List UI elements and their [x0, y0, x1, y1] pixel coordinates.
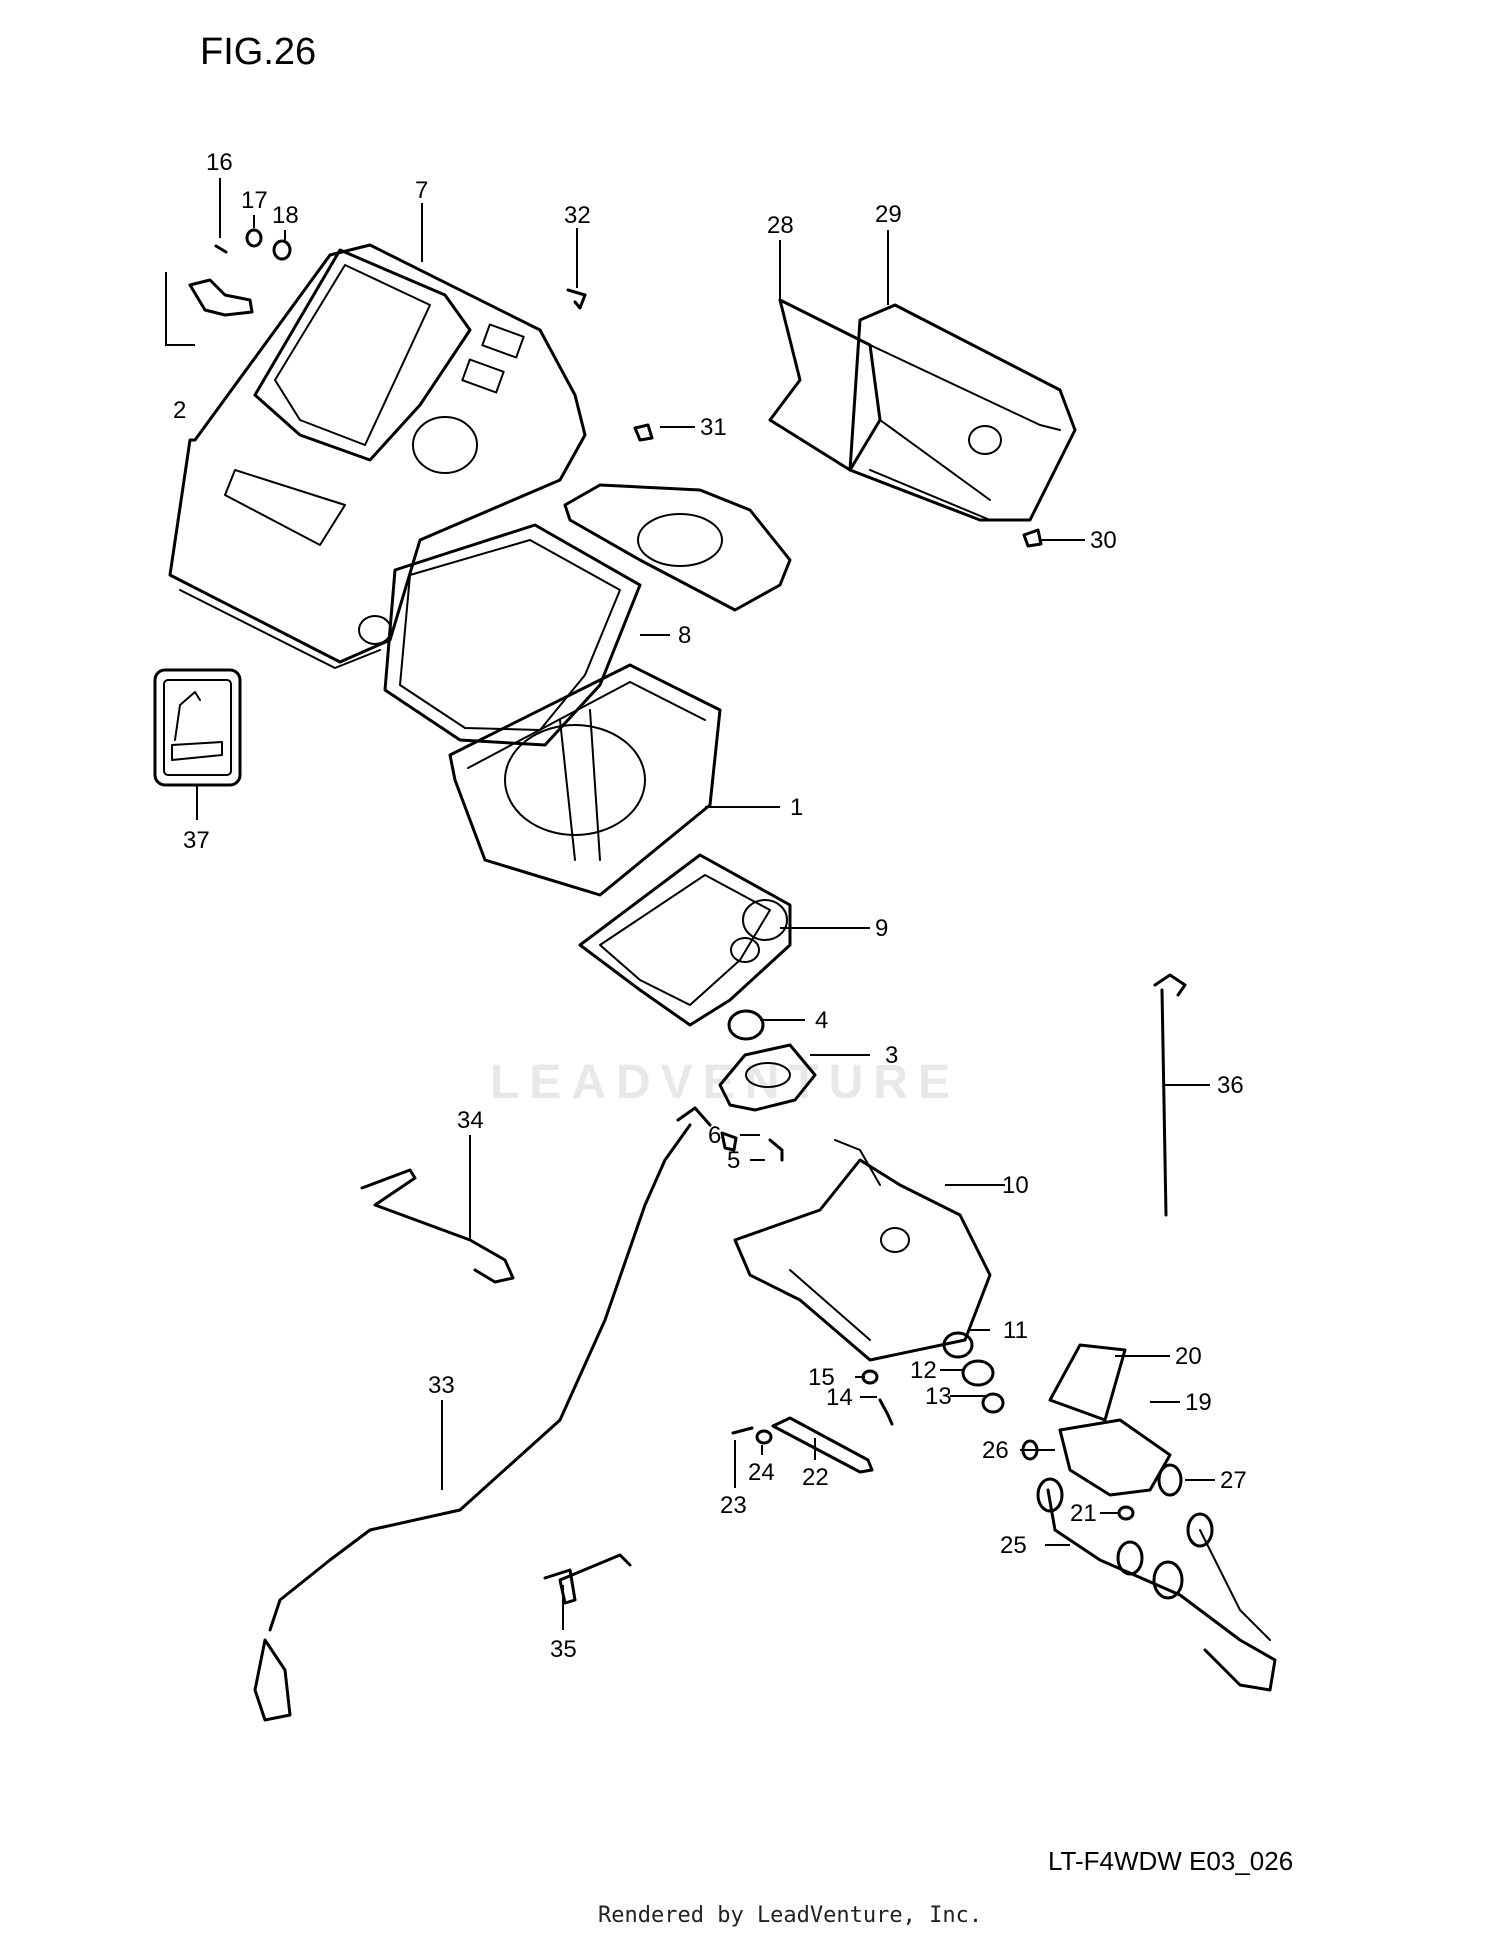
part-15-washer: [861, 1369, 879, 1385]
callout-26: 26: [982, 1437, 1009, 1464]
part-30-screw: [1022, 528, 1043, 548]
part-33-cable: [268, 1123, 692, 1632]
callout-16: 16: [206, 149, 233, 176]
callout-18: 18: [272, 202, 299, 229]
callout-6: 6: [708, 1122, 721, 1149]
part-36-band: [1160, 988, 1168, 1217]
part-33-end: [676, 1106, 712, 1127]
part-5-screw: [768, 1138, 784, 1162]
callouts: 1 2 3 4 5 6 7 8 9 10 11 12 13 14 15 16 1…: [173, 149, 1247, 1663]
callout-23: 23: [720, 1492, 747, 1519]
callout-21: 21: [1070, 1500, 1097, 1527]
callout-3: 3: [885, 1042, 898, 1069]
callout-9: 9: [875, 915, 888, 942]
callout-25: 25: [1000, 1532, 1027, 1559]
callout-27: 27: [1220, 1467, 1247, 1494]
part-18-washer: [272, 239, 292, 261]
part-4-o-ring: [727, 1009, 765, 1041]
part-10-bracket: [733, 1139, 992, 1362]
part-37-label: [153, 668, 242, 787]
callout-30: 30: [1090, 527, 1117, 554]
part-11-grommet: [942, 1331, 974, 1359]
part-27-bulb: [1157, 1463, 1183, 1497]
part-3-sensor: [718, 1043, 817, 1112]
part-7-meter-cover: [168, 243, 587, 669]
callout-22: 22: [802, 1464, 829, 1491]
part-17-washer: [245, 228, 263, 248]
part-22-strip: [771, 1416, 874, 1474]
watermark: LEADVENTURE: [490, 1056, 960, 1109]
part-14-screw: [878, 1398, 894, 1426]
part-13-nut: [981, 1392, 1005, 1414]
callout-20: 20: [1175, 1343, 1202, 1370]
part-35-clip: [543, 1553, 632, 1605]
part-2-knob: [188, 278, 254, 317]
callout-31: 31: [700, 414, 727, 441]
part-9-meter-case: [578, 853, 792, 1027]
callout-36: 36: [1217, 1072, 1244, 1099]
callout-14: 14: [826, 1384, 853, 1411]
part-19-20-socket: [1048, 1343, 1172, 1497]
callout-11: 11: [1003, 1317, 1028, 1344]
callout-29: 29: [875, 201, 902, 228]
part-12-cushion: [961, 1359, 995, 1387]
callout-19: 19: [1185, 1389, 1212, 1416]
part-6-nut: [720, 1131, 738, 1152]
part-bracket-plate: [563, 483, 792, 612]
callout-5: 5: [727, 1147, 740, 1174]
callout-10: 10: [1002, 1172, 1029, 1199]
figure-title: FIG.26: [200, 31, 316, 73]
part-28-29-cover: [768, 298, 1077, 522]
part-21-screw: [1117, 1505, 1135, 1521]
callout-37: 37: [183, 827, 210, 854]
part-8-gasket: [383, 523, 642, 747]
part-33-boot: [253, 1638, 292, 1722]
callout-32: 32: [564, 202, 591, 229]
footer-credit: Rendered by LeadVenture, Inc.: [598, 1903, 982, 1928]
callout-33: 33: [428, 1372, 455, 1399]
callout-35: 35: [550, 1636, 577, 1663]
callout-4: 4: [815, 1007, 828, 1034]
callout-1: 1: [790, 794, 803, 821]
part-32-screw: [566, 288, 587, 310]
part-34-clip: [360, 1168, 515, 1284]
part-25-harness: [1036, 1477, 1277, 1692]
part-1-meter: [448, 663, 722, 897]
part-24-washer: [755, 1429, 773, 1445]
callout-24: 24: [748, 1459, 775, 1486]
figure-code: LT-F4WDW E03_026: [1048, 1846, 1293, 1876]
part-16-screw: [214, 244, 228, 254]
callout-12: 12: [910, 1357, 937, 1384]
leader-lines: [165, 178, 1215, 1630]
callout-8: 8: [678, 622, 691, 649]
callout-13: 13: [925, 1383, 952, 1410]
part-31-screw: [633, 423, 654, 442]
part-23-screw: [731, 1426, 754, 1435]
callout-15: 15: [808, 1364, 835, 1391]
part-36-head: [1153, 973, 1187, 997]
callout-28: 28: [767, 212, 794, 239]
callout-7: 7: [415, 177, 428, 204]
callout-2: 2: [173, 397, 186, 424]
callout-34: 34: [457, 1107, 484, 1134]
callout-17: 17: [241, 187, 268, 214]
